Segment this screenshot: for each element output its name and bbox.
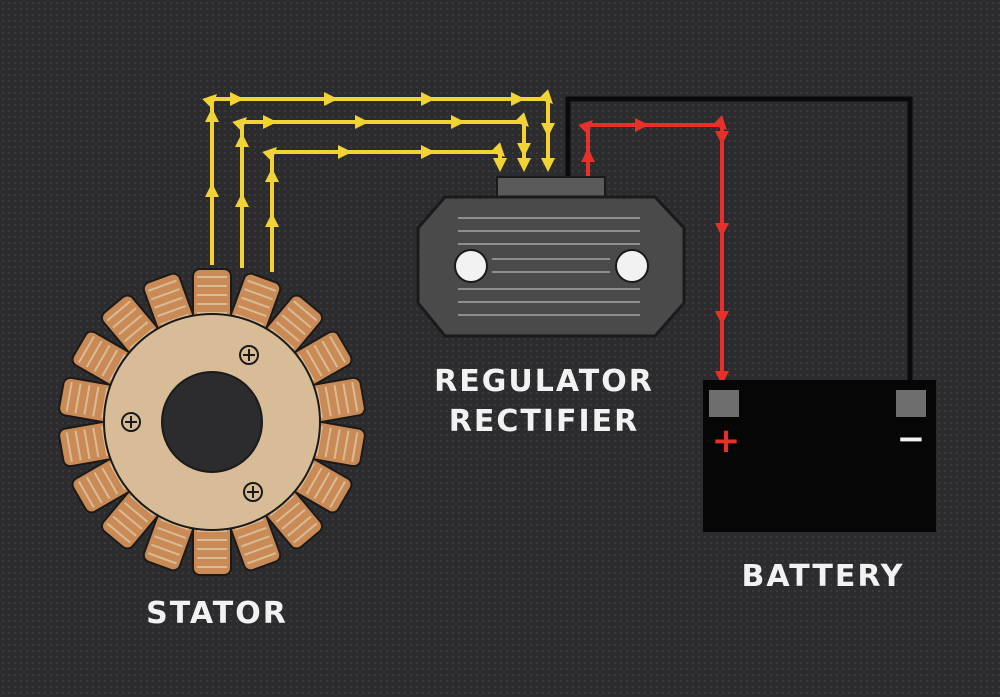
stator-center-hole <box>161 371 263 473</box>
ac-wire-1 <box>202 89 555 265</box>
mounting-hole-right <box>615 249 649 283</box>
battery-negative-sign: − <box>897 419 926 459</box>
battery-negative-terminal <box>896 390 926 417</box>
stator <box>58 268 366 576</box>
ac-wire-2 <box>232 112 531 268</box>
stator-label: STATOR <box>146 596 288 631</box>
stator-coil <box>229 272 282 333</box>
ground-wire <box>565 96 913 382</box>
battery-positive-terminal <box>709 390 739 417</box>
regulator-label-line-2: RECTIFIER <box>449 404 640 439</box>
stator-screw-3 <box>243 482 263 502</box>
battery-label: BATTERY <box>741 559 904 594</box>
stator-coil <box>308 420 366 468</box>
regulator-rectifier <box>416 176 686 338</box>
dc-positive-wire <box>578 115 729 385</box>
ac-wire-3 <box>262 142 507 272</box>
battery <box>703 380 936 532</box>
stator-screw-2 <box>121 412 141 432</box>
regulator-label-line-1: REGULATOR <box>434 364 654 399</box>
stator-coil <box>192 268 232 322</box>
battery-positive-sign: + <box>712 421 741 461</box>
ac-wires <box>202 89 555 272</box>
stator-screw-1 <box>239 345 259 365</box>
mounting-hole-left <box>454 249 488 283</box>
